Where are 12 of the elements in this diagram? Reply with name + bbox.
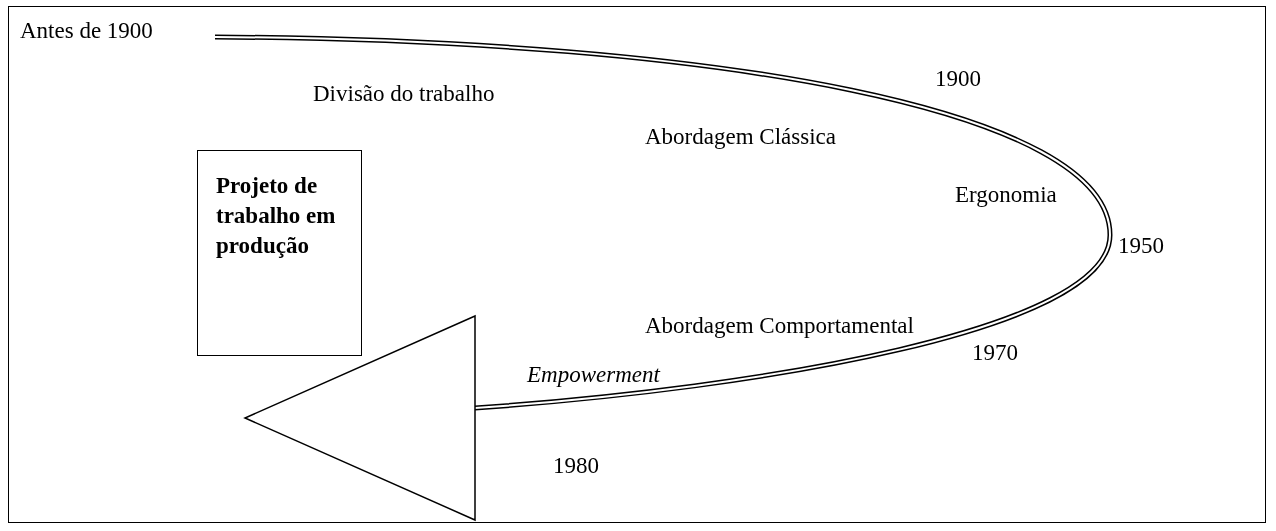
title-text: Projeto de trabalho em produção	[216, 172, 337, 260]
era-label: Divisão do trabalho	[313, 81, 495, 107]
year-label: 1970	[972, 340, 1018, 366]
year-label: 1980	[553, 453, 599, 479]
era-label: Abordagem Clássica	[645, 124, 836, 150]
start-label: Antes de 1900	[20, 18, 153, 44]
era-label: Ergonomia	[955, 182, 1057, 208]
era-label: Empowerment	[527, 362, 660, 388]
era-label: Abordagem Comportamental	[645, 313, 914, 339]
year-label: 1950	[1118, 233, 1164, 259]
title-box	[197, 150, 362, 356]
year-label: 1900	[935, 66, 981, 92]
